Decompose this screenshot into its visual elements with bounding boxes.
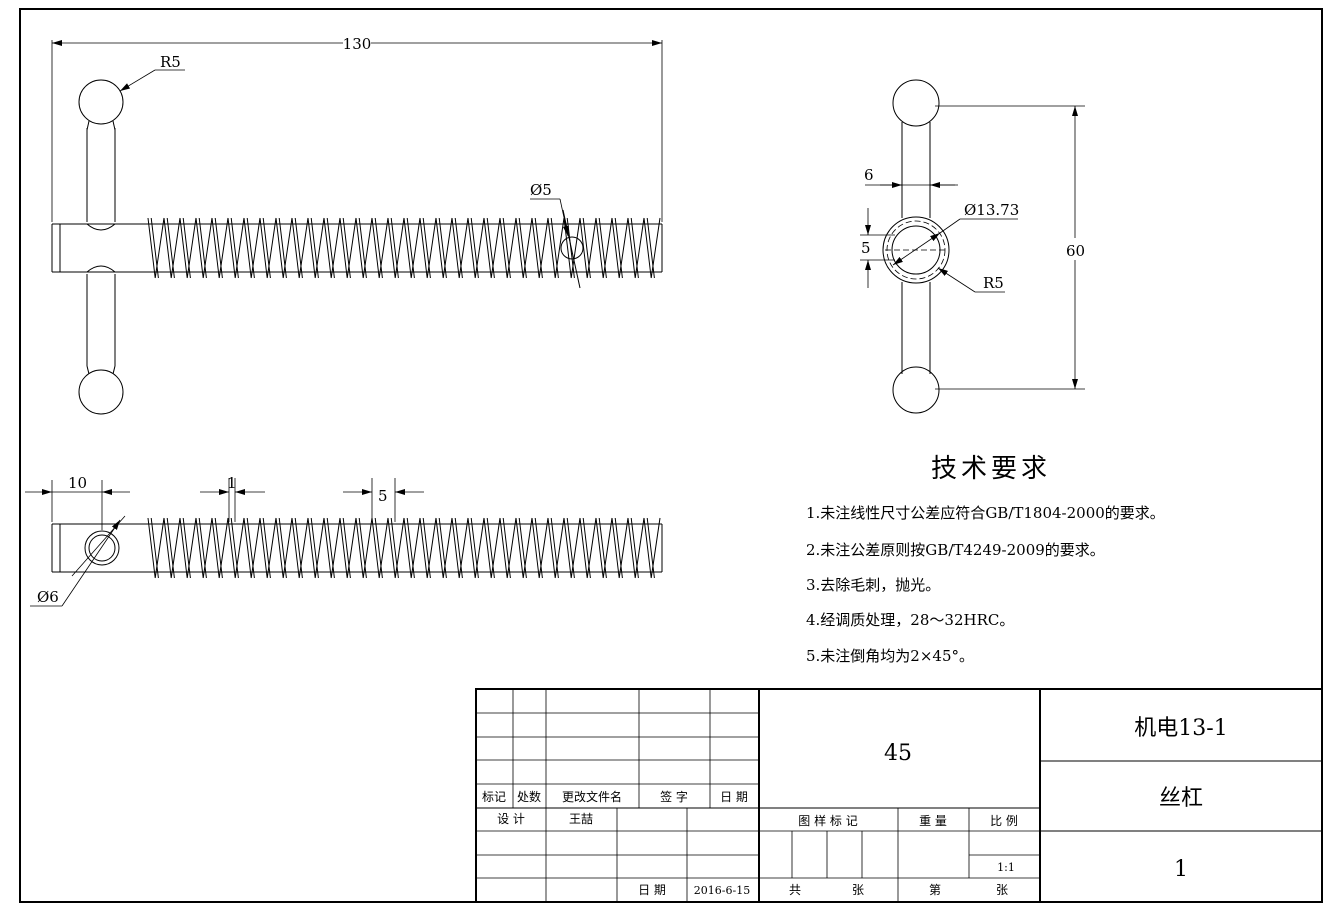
side-view: 60 6 5 Ø13.73 R5: [860, 79, 1087, 414]
tech-item-2: 2.未注公差原则按GB/T4249-2009的要求。: [806, 541, 1105, 559]
drawing-code: 机电13-1: [1134, 716, 1227, 741]
tech-item-3: 3.去除毛刺，抛光。: [806, 576, 940, 594]
dim-top-hole-dia: Ø6: [37, 588, 59, 606]
pattern-mark-label: 图 样 标 记: [798, 813, 857, 828]
quantity-value: 1: [1174, 857, 1188, 882]
rev-header-file: 更改文件名: [562, 789, 622, 804]
tech-requirements: 技术要求 1.未注线性尺寸公差应符合GB/T1804-2000的要求。 2.未注…: [806, 454, 1165, 665]
rev-header-mark: 标记: [482, 790, 506, 804]
dim-offset-10: 10: [68, 474, 87, 492]
weight-label: 重 量: [919, 814, 947, 828]
dim-hole-dia-5: Ø5: [530, 181, 552, 199]
title-block: 标记 处数 更改文件名 签 字 日 期 设 计 王喆 日 期 2016-6-15…: [475, 688, 1323, 903]
tech-item-4: 4.经调质处理，28～32HRC。: [806, 611, 1014, 629]
tech-item-5: 5.未注倒角均为2×45°。: [806, 647, 974, 665]
scale-label: 比 例: [990, 814, 1018, 828]
rev-header-count: 处数: [517, 789, 541, 804]
dim-height-60: 60: [1066, 242, 1085, 260]
thread-line: [147, 217, 661, 279]
rev-header-date: 日 期: [720, 790, 748, 804]
dim-handle-6: 6: [864, 166, 874, 184]
sheets-label: 张: [852, 883, 864, 897]
part-name: 丝杠: [1159, 786, 1203, 811]
drawing-border: [19, 8, 1323, 903]
total-label: 共: [789, 883, 801, 897]
date-value: 2016-6-15: [694, 884, 750, 897]
dim-side-radius: R5: [983, 274, 1004, 292]
sheet-no-label: 第: [929, 883, 941, 897]
scale-value: 1:1: [997, 861, 1015, 874]
front-view: 130 R5 Ø5: [51, 33, 663, 415]
design-label: 设 计: [497, 812, 525, 826]
dim-ball-radius: R5: [160, 53, 181, 71]
date-label: 日 期: [638, 883, 666, 897]
dim-small-5: 5: [861, 239, 871, 257]
designer-name: 王喆: [569, 812, 593, 826]
top-view: 10 1 5 Ø6: [25, 474, 663, 607]
tech-item-1: 1.未注线性尺寸公差应符合GB/T1804-2000的要求。: [806, 504, 1165, 522]
tech-title: 技术要求: [931, 454, 1051, 484]
thread-top: [147, 517, 661, 579]
material-value: 45: [884, 741, 912, 766]
dim-pitch-1: 1: [227, 474, 237, 492]
thread-line: [147, 517, 661, 579]
sheets-label-2: 张: [996, 883, 1008, 897]
rev-header-sign: 签 字: [660, 789, 688, 804]
dim-length-130: 130: [343, 35, 372, 53]
dim-thread-od: Ø13.73: [964, 201, 1019, 219]
dim-pitch-5: 5: [378, 487, 388, 505]
thread-front: [147, 217, 661, 279]
